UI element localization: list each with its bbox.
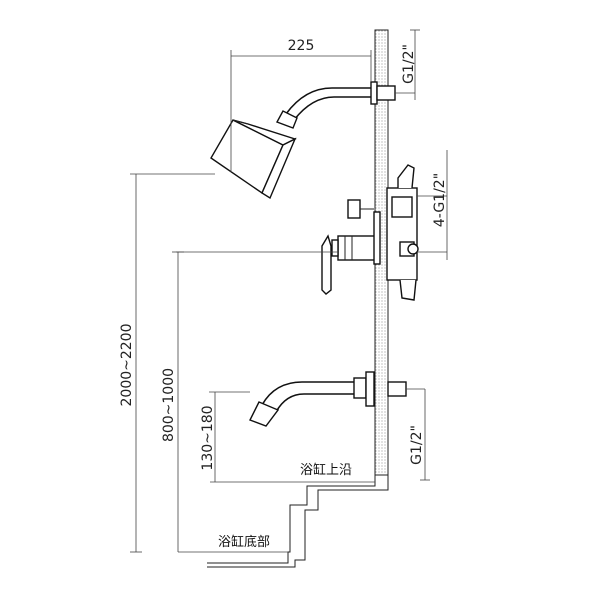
bathtub-profile bbox=[178, 475, 389, 568]
dimension-g12-top: G1/2" bbox=[401, 29, 420, 100]
dim-130-180-label: 130~180 bbox=[200, 405, 216, 470]
dimension-800-1000: 800~1000 bbox=[161, 251, 184, 552]
tub-spout-assembly bbox=[249, 371, 425, 427]
dimension-225: 225 bbox=[230, 38, 372, 172]
dim-2000-2200-label: 2000~2200 bbox=[119, 324, 135, 407]
shower-head-assembly bbox=[210, 81, 415, 200]
g12-top-label: G1/2" bbox=[401, 44, 417, 84]
bathtub-rim-label: 浴缸上沿 bbox=[300, 462, 352, 478]
dimension-4-g12: 4-G1/2" bbox=[432, 150, 448, 260]
g12-mixer-label: 4-G1/2" bbox=[432, 173, 448, 227]
dim-800-1000-label: 800~1000 bbox=[161, 368, 177, 442]
mixer-valve-assembly bbox=[176, 164, 447, 301]
dimension-130-180: 130~180 bbox=[200, 391, 250, 482]
g12-spout-label: G1/2" bbox=[409, 425, 425, 465]
dimension-2000-2200: 2000~2200 bbox=[119, 173, 215, 553]
dimension-225-label: 225 bbox=[288, 38, 315, 54]
bathtub-bottom-label: 浴缸底部 bbox=[218, 534, 270, 550]
dimension-g12-spout: G1/2" bbox=[409, 389, 430, 481]
